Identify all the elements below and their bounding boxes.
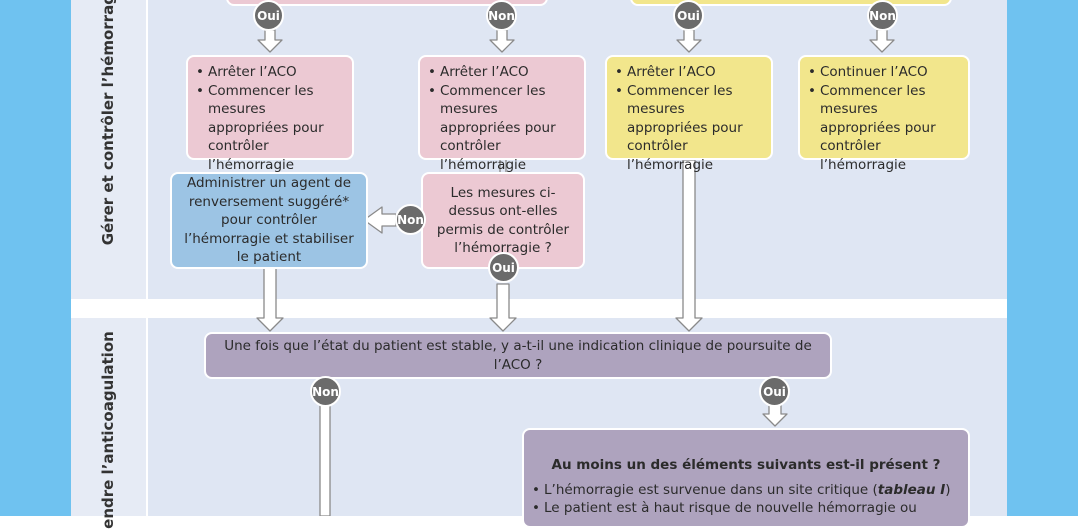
stop-oac-box-1: Arrêter l’ACO Commencer les mesures appr… bbox=[186, 55, 354, 173]
box-bullet: Commencer les mesures appropriées pour c… bbox=[428, 82, 578, 175]
box-bullet: Commencer les mesures appropriées pour c… bbox=[196, 82, 346, 175]
badge-yes-1: Oui bbox=[253, 0, 284, 31]
flow-arrows bbox=[256, 29, 895, 516]
badge-no-2: Non bbox=[867, 0, 898, 31]
reversal-agent-text: Administrer un agent de renversement sug… bbox=[184, 175, 354, 266]
section-label-column-bottom bbox=[71, 318, 148, 516]
continue-oac-box: Continuer l’ACO Commencer les mesures ap… bbox=[798, 55, 970, 173]
criteria-item-rebleed-risk: Le patient est à haut risque de nouvelle… bbox=[532, 499, 962, 518]
criteria-title: Au moins un des éléments suivants est-il… bbox=[551, 457, 941, 473]
badge-no-1: Non bbox=[486, 0, 517, 31]
reversal-agent-box: Administrer un agent de renversement sug… bbox=[170, 172, 368, 269]
stop-oac-box-3: Arrêter l’ACO Commencer les mesures appr… bbox=[605, 55, 773, 173]
criteria-item-critical-site: L’hémorragie est survenue dans un site c… bbox=[532, 481, 962, 500]
stop-oac-box-2: Arrêter l’ACO Commencer les mesures appr… bbox=[418, 55, 586, 173]
table-reference: tableau I bbox=[877, 481, 946, 498]
box-bullet: Arrêter l’ACO bbox=[428, 63, 578, 82]
badge-yes-measures: Oui bbox=[488, 252, 519, 283]
badge-no-measures: Non bbox=[395, 204, 426, 235]
box-bullet: Arrêter l’ACO bbox=[615, 63, 765, 82]
badge-yes-resume: Oui bbox=[759, 376, 790, 407]
measures-effective-text: Les mesures ci-dessus ont-elles permis d… bbox=[436, 184, 570, 257]
criteria-item-text: ) bbox=[945, 481, 951, 498]
resume-oac-text: Une fois que l’état du patient est stabl… bbox=[224, 338, 812, 373]
section-label-column-top bbox=[71, 0, 148, 299]
criteria-item-text: L’hémorragie est survenue dans un site c… bbox=[544, 481, 878, 498]
box-bullet: Commencer les mesures appropriées pour c… bbox=[808, 82, 962, 175]
resume-oac-question: Une fois que l’état du patient est stabl… bbox=[204, 332, 832, 379]
badge-yes-2: Oui bbox=[673, 0, 704, 31]
badge-no-resume: Non bbox=[310, 376, 341, 407]
box-bullet: Arrêter l’ACO bbox=[196, 63, 346, 82]
section-divider bbox=[71, 299, 1007, 318]
box-bullet: Commencer les mesures appropriées pour c… bbox=[615, 82, 765, 175]
box-bullet: Continuer l’ACO bbox=[808, 63, 962, 82]
criteria-question-box: Au moins un des éléments suivants est-il… bbox=[522, 428, 970, 528]
